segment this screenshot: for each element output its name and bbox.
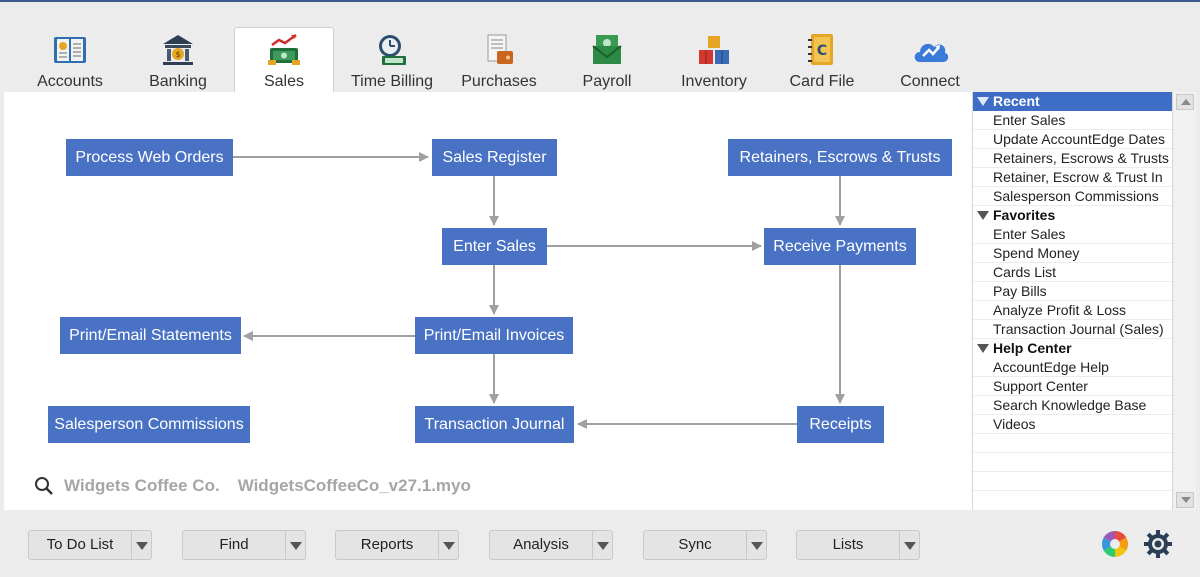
bottom-toolbar: To Do List Find Reports Analysis Sync Li… bbox=[0, 510, 1200, 577]
recent-header[interactable]: Recent bbox=[973, 92, 1172, 111]
cash-register-icon bbox=[268, 33, 300, 65]
reports-control: Reports bbox=[335, 530, 459, 560]
empty-row bbox=[973, 434, 1172, 453]
list-item[interactable]: Analyze Profit & Loss bbox=[973, 301, 1172, 320]
address-book-icon: C bbox=[808, 34, 833, 65]
process-web-orders-button[interactable]: Process Web Orders bbox=[66, 139, 233, 176]
list-item[interactable]: AccountEdge Help bbox=[973, 358, 1172, 377]
tab-payroll[interactable]: Payroll bbox=[557, 28, 657, 92]
empty-row bbox=[973, 453, 1172, 472]
reports-button[interactable]: Reports bbox=[335, 530, 439, 560]
retainers-escrows-trusts-button[interactable]: Retainers, Escrows & Trusts bbox=[728, 139, 952, 176]
tab-inventory[interactable]: Inventory bbox=[664, 28, 764, 92]
salesperson-commissions-button[interactable]: Salesperson Commissions bbox=[48, 406, 250, 443]
lists-button[interactable]: Lists bbox=[796, 530, 900, 560]
list-item[interactable]: Retainers, Escrows & Trusts bbox=[973, 149, 1172, 168]
receive-payments-button[interactable]: Receive Payments bbox=[764, 228, 916, 265]
expand-triangle-icon bbox=[977, 344, 989, 353]
tab-label: Card File bbox=[789, 73, 855, 90]
scroll-up-button[interactable] bbox=[1176, 94, 1194, 110]
find-control: Find bbox=[182, 530, 306, 560]
list-item[interactable]: Enter Sales bbox=[973, 225, 1172, 244]
tab-purchases[interactable]: Purchases bbox=[449, 28, 549, 92]
tab-banking[interactable]: $ Banking bbox=[128, 28, 228, 92]
tab-card-file[interactable]: C Card File bbox=[772, 28, 872, 92]
scroll-down-button[interactable] bbox=[1176, 492, 1194, 508]
receipts-button[interactable]: Receipts bbox=[797, 406, 884, 443]
receipt-wallet-icon bbox=[487, 34, 513, 64]
list-item[interactable]: Spend Money bbox=[973, 244, 1172, 263]
help-center-header[interactable]: Help Center bbox=[973, 339, 1172, 358]
list-scrollbar[interactable] bbox=[1172, 92, 1196, 510]
svg-text:$: $ bbox=[175, 50, 180, 59]
svg-text:C: C bbox=[817, 43, 827, 59]
find-button[interactable]: Find bbox=[182, 530, 286, 560]
sync-control: Sync bbox=[643, 530, 767, 560]
command-center-tabs: Accounts $ Banking Sales bbox=[0, 2, 1200, 94]
tab-sales[interactable]: Sales bbox=[234, 27, 334, 94]
tab-label: Inventory bbox=[681, 73, 747, 90]
company-file-name: WidgetsCoffeeCo_v27.1.myo bbox=[237, 476, 471, 495]
bank-building-icon: $ bbox=[163, 35, 193, 65]
tab-label: Time Billing bbox=[350, 73, 434, 90]
ledger-book-icon bbox=[54, 37, 86, 63]
analysis-button[interactable]: Analysis bbox=[489, 530, 593, 560]
print-email-statements-button[interactable]: Print/Email Statements bbox=[60, 317, 241, 354]
sales-flow-panel: Process Web Orders Sales Register Retain… bbox=[4, 92, 972, 510]
list-item[interactable]: Cards List bbox=[973, 263, 1172, 282]
todo-list-control: To Do List bbox=[28, 530, 152, 560]
list-item[interactable]: Transaction Journal (Sales) bbox=[973, 320, 1172, 339]
tab-label: Accounts bbox=[37, 73, 103, 90]
tab-connect[interactable]: Connect bbox=[880, 28, 980, 92]
tab-accounts[interactable]: Accounts bbox=[20, 28, 120, 92]
tab-label: Connect bbox=[900, 73, 960, 90]
list-item[interactable]: Retainer, Escrow & Trust In bbox=[973, 168, 1172, 187]
enter-sales-button[interactable]: Enter Sales bbox=[442, 228, 547, 265]
transaction-journal-button[interactable]: Transaction Journal bbox=[415, 406, 574, 443]
gear-icon[interactable] bbox=[1143, 529, 1173, 559]
company-name: Widgets Coffee Co. bbox=[64, 476, 220, 495]
tab-label: Payroll bbox=[582, 73, 632, 90]
color-wheel-icon[interactable] bbox=[1100, 529, 1130, 559]
tab-label: Purchases bbox=[461, 73, 537, 90]
todo-list-dropdown[interactable] bbox=[132, 530, 152, 560]
search-icon[interactable] bbox=[34, 476, 54, 496]
flow-arrows bbox=[233, 152, 845, 429]
clock-register-icon bbox=[379, 35, 406, 65]
analysis-dropdown[interactable] bbox=[593, 530, 613, 560]
lists-dropdown[interactable] bbox=[900, 530, 920, 560]
find-dropdown[interactable] bbox=[286, 530, 306, 560]
expand-triangle-icon bbox=[977, 211, 989, 220]
boxes-icon bbox=[699, 36, 729, 64]
analysis-control: Analysis bbox=[489, 530, 613, 560]
sync-button[interactable]: Sync bbox=[643, 530, 747, 560]
list-item[interactable]: Enter Sales bbox=[973, 111, 1172, 130]
lists-control: Lists bbox=[796, 530, 920, 560]
list-item[interactable]: Videos bbox=[973, 415, 1172, 434]
quick-access-list: Recent Enter Sales Update AccountEdge Da… bbox=[972, 92, 1172, 510]
expand-triangle-icon bbox=[977, 97, 989, 106]
tab-label: Sales bbox=[263, 73, 305, 90]
cloud-sync-icon bbox=[914, 43, 949, 62]
company-file-info: Widgets Coffee Co. WidgetsCoffeeCo_v27.1… bbox=[34, 475, 471, 497]
list-item[interactable]: Search Knowledge Base bbox=[973, 396, 1172, 415]
reports-dropdown[interactable] bbox=[439, 530, 459, 560]
window-top-border bbox=[0, 0, 1200, 2]
todo-list-button[interactable]: To Do List bbox=[28, 530, 132, 560]
favorites-header[interactable]: Favorites bbox=[973, 206, 1172, 225]
tab-time-billing[interactable]: Time Billing bbox=[342, 28, 442, 92]
list-item[interactable]: Salesperson Commissions bbox=[973, 187, 1172, 206]
list-item[interactable]: Update AccountEdge Dates bbox=[973, 130, 1172, 149]
empty-row bbox=[973, 472, 1172, 491]
print-email-invoices-button[interactable]: Print/Email Invoices bbox=[415, 317, 573, 354]
money-envelope-icon bbox=[592, 35, 622, 64]
list-item[interactable]: Pay Bills bbox=[973, 282, 1172, 301]
tab-label: Banking bbox=[149, 73, 207, 90]
sync-dropdown[interactable] bbox=[747, 530, 767, 560]
list-item[interactable]: Support Center bbox=[973, 377, 1172, 396]
sales-register-button[interactable]: Sales Register bbox=[432, 139, 557, 176]
